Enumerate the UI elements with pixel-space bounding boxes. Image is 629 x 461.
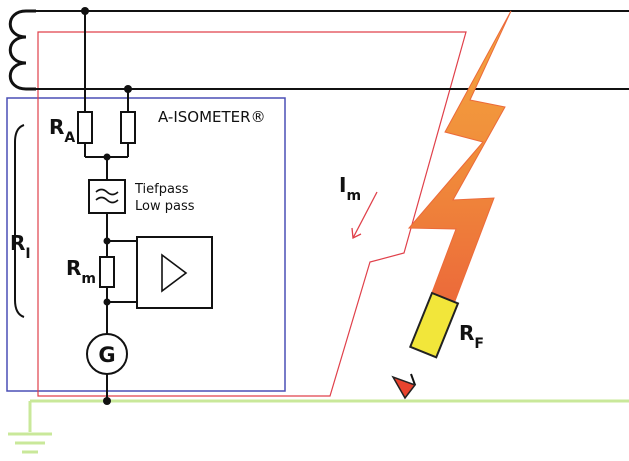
measuring-current-path	[37, 31, 467, 397]
earth-ground-icon	[8, 432, 52, 454]
generator-label: G	[98, 343, 115, 367]
rm-resistor	[99, 256, 115, 288]
fault-arrow	[391, 375, 417, 400]
ri-bracket	[14, 124, 25, 318]
lowpass-filter-icon	[95, 188, 119, 204]
lowpass-label-en: Low pass	[135, 199, 195, 214]
junction-dots	[81, 7, 132, 405]
rf-label: RF	[459, 321, 484, 352]
ra-resistor-left	[77, 111, 93, 144]
amplifier-box	[136, 236, 213, 309]
ra-resistor-right	[120, 111, 136, 144]
ra-label: RA	[49, 115, 75, 146]
circuit-wiring	[84, 11, 137, 401]
generator-circle-icon	[86, 333, 128, 375]
transformer-coil-icon	[8, 9, 36, 91]
ri-label: RI	[10, 231, 31, 262]
rm-label: Rm	[66, 256, 96, 287]
im-arrow-icon	[351, 191, 378, 240]
im-label: Im	[339, 173, 361, 204]
device-title: A-ISOMETER®	[158, 108, 266, 126]
amplifier-triangle-icon	[161, 253, 188, 293]
fault-lead	[410, 373, 416, 386]
lowpass-filter	[88, 179, 126, 214]
isometer-box	[6, 97, 286, 392]
lowpass-label-de: Tiefpass	[134, 182, 189, 197]
rf-resistor	[408, 291, 460, 359]
